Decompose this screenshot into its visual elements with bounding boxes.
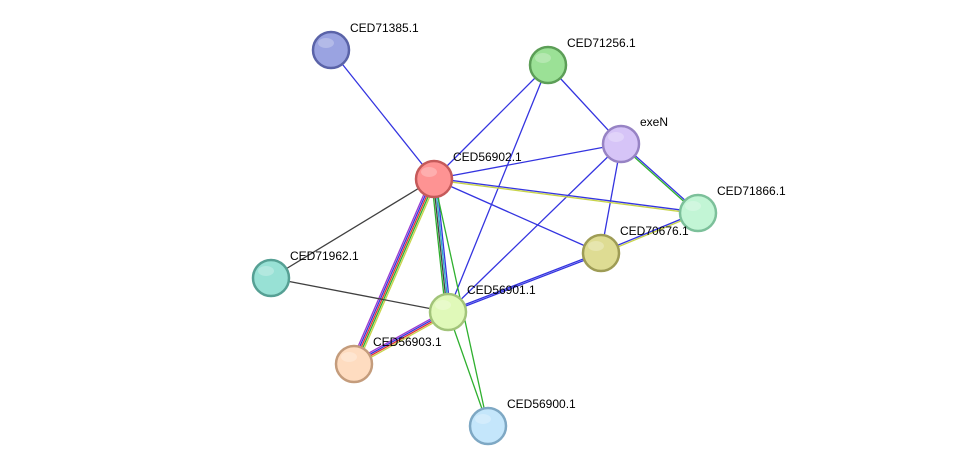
- edge-exen-ced56902-1: [433, 143, 622, 180]
- edge-ced56902-1-ced56901-1: [434, 178, 450, 312]
- node-highlight: [685, 201, 701, 211]
- edge-ced56902-1-ced71962-1: [270, 178, 435, 279]
- edge-ced56902-1-ced56903-1: [351, 178, 434, 364]
- node-label: CED71962.1: [290, 249, 359, 263]
- node-ced71256-1[interactable]: CED71256.1: [528, 36, 636, 85]
- edge-ced56901-1-ced56900-1: [447, 311, 489, 427]
- edge-ced70676-1-ced56901-1: [447, 251, 601, 312]
- edge-ced56902-1-ced56903-1: [354, 179, 437, 365]
- node-highlight: [608, 132, 624, 142]
- node-exen[interactable]: exeN: [601, 115, 668, 164]
- edge-ced56902-1-ced56903-1: [350, 177, 432, 363]
- node-circle[interactable]: [581, 233, 621, 273]
- node-ced71385-1[interactable]: CED71385.1: [311, 21, 419, 70]
- node-circle[interactable]: [528, 45, 568, 85]
- node-ced70676-1[interactable]: CED70676.1: [581, 224, 689, 273]
- edge-ced70676-1-ced56901-1: [448, 253, 602, 314]
- edge-exen-ced56901-1: [447, 143, 622, 313]
- node-circle[interactable]: [678, 193, 718, 233]
- node-label: CED71256.1: [567, 36, 636, 50]
- node-ced71962-1[interactable]: CED71962.1: [251, 249, 359, 298]
- edges-layer: [270, 49, 699, 427]
- node-ced71866-1[interactable]: CED71866.1: [678, 184, 786, 233]
- node-circle[interactable]: [311, 30, 351, 70]
- node-circle[interactable]: [428, 292, 468, 332]
- node-highlight: [341, 352, 357, 362]
- node-label: CED56900.1: [507, 397, 576, 411]
- node-highlight: [588, 241, 604, 251]
- edge-ced71256-1-ced56902-1: [433, 64, 549, 180]
- node-highlight: [535, 53, 551, 63]
- node-label: CED56903.1: [373, 335, 442, 349]
- node-label: CED71866.1: [717, 184, 786, 198]
- node-highlight: [435, 300, 451, 310]
- edge-ced56902-1-ced56903-1: [353, 178, 435, 365]
- node-label: CED70676.1: [620, 224, 689, 238]
- edge-ced71385-1-ced56902-1: [330, 49, 435, 180]
- node-circle[interactable]: [334, 344, 374, 384]
- node-highlight: [421, 167, 437, 177]
- edge-ced56902-1-ced70676-1: [433, 178, 602, 254]
- node-highlight: [258, 266, 274, 276]
- node-label: CED71385.1: [350, 21, 419, 35]
- edge-ced71962-1-ced56901-1: [270, 277, 449, 313]
- node-ced56900-1[interactable]: CED56900.1: [468, 397, 576, 446]
- node-ced56901-1[interactable]: CED56901.1: [428, 283, 536, 332]
- node-label: exeN: [640, 115, 668, 129]
- edge-ced56902-1-ced71866-1: [433, 179, 698, 215]
- node-circle[interactable]: [601, 124, 641, 164]
- node-label: CED56901.1: [467, 283, 536, 297]
- node-ced56903-1[interactable]: CED56903.1: [334, 335, 442, 384]
- node-ced56902-1[interactable]: CED56902.1: [414, 150, 522, 199]
- edge-ced56902-1-ced56901-1: [432, 179, 448, 313]
- node-highlight: [475, 414, 491, 424]
- node-label: CED56902.1: [453, 150, 522, 164]
- node-circle[interactable]: [468, 406, 508, 446]
- node-circle[interactable]: [414, 159, 454, 199]
- edge-ced56902-1-ced71866-1: [434, 177, 699, 213]
- edge-ced56902-1-ced56903-1: [356, 180, 438, 366]
- node-circle[interactable]: [251, 258, 291, 298]
- node-highlight: [318, 38, 334, 48]
- edge-ced56902-1-ced56901-1: [430, 179, 447, 313]
